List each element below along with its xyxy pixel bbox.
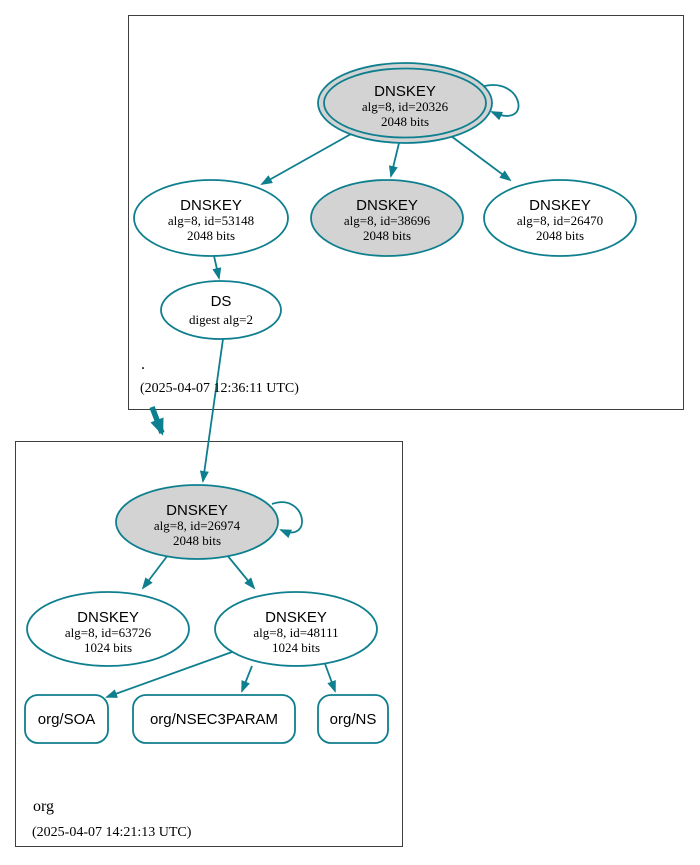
node-size: 1024 bits bbox=[84, 640, 132, 655]
node-dnskey-20326-ksk[interactable]: DNSKEY alg=8, id=20326 2048 bits bbox=[317, 62, 493, 144]
node-detail: alg=8, id=20326 bbox=[362, 99, 449, 114]
node-dnskey-63726[interactable]: DNSKEY alg=8, id=63726 1024 bits bbox=[26, 591, 190, 667]
rrset-org-soa[interactable]: org/SOA bbox=[24, 694, 109, 744]
node-size: 2048 bits bbox=[173, 533, 221, 548]
edge-dnskey-53148-to-ds bbox=[212, 255, 222, 280]
zone-timestamp-root: (2025-04-07 12:36:11 UTC) bbox=[140, 381, 299, 396]
edge-org-ksk-to-dnskey-63726 bbox=[141, 554, 169, 590]
delegation-arrow-root-to-org bbox=[149, 406, 165, 436]
node-title: DNSKEY bbox=[374, 83, 436, 100]
edge-root-ksk-to-dnskey-38696 bbox=[388, 142, 400, 178]
root-ksk-self-sign-loop bbox=[480, 84, 520, 121]
node-size: 2048 bits bbox=[536, 228, 584, 243]
node-size: 1024 bits bbox=[272, 640, 320, 655]
node-dnskey-26470[interactable]: DNSKEY alg=8, id=26470 2048 bits bbox=[483, 179, 637, 257]
node-title: DNSKEY bbox=[77, 609, 139, 626]
edge-ds-to-org-ksk bbox=[199, 338, 224, 483]
node-dnskey-48111[interactable]: DNSKEY alg=8, id=48111 1024 bits bbox=[214, 591, 378, 667]
node-title: DNSKEY bbox=[180, 197, 242, 214]
edge-org-ksk-to-dnskey-48111 bbox=[226, 554, 256, 590]
node-detail: alg=8, id=48111 bbox=[253, 625, 338, 640]
node-title: DNSKEY bbox=[166, 502, 228, 519]
node-dnskey-53148[interactable]: DNSKEY alg=8, id=53148 2048 bits bbox=[133, 179, 289, 257]
node-title: DNSKEY bbox=[529, 197, 591, 214]
org-ksk-self-sign-loop bbox=[271, 501, 303, 539]
node-detail: alg=8, id=63726 bbox=[65, 625, 152, 640]
node-ds[interactable]: DS digest alg=2 bbox=[160, 280, 282, 340]
node-size: 2048 bits bbox=[363, 228, 411, 243]
edge-root-ksk-to-dnskey-26470 bbox=[450, 135, 512, 182]
rrset-label: org/NS bbox=[330, 711, 377, 728]
zone-label-org: org bbox=[33, 798, 54, 815]
node-detail: digest alg=2 bbox=[189, 312, 253, 327]
rrset-label: org/SOA bbox=[38, 711, 96, 728]
node-title: DNSKEY bbox=[265, 609, 327, 626]
node-detail: alg=8, id=53148 bbox=[168, 213, 254, 228]
node-detail: alg=8, id=26974 bbox=[154, 518, 241, 533]
edge-dnskey-48111-to-soa bbox=[105, 651, 233, 698]
zone-timestamp-org: (2025-04-07 14:21:13 UTC) bbox=[32, 825, 192, 840]
edge-root-ksk-to-dnskey-53148 bbox=[260, 133, 352, 185]
edge-dnskey-48111-to-nsec3param bbox=[241, 665, 253, 693]
node-title: DS bbox=[211, 293, 232, 310]
node-title: DNSKEY bbox=[356, 197, 418, 214]
node-detail: alg=8, id=26470 bbox=[517, 213, 603, 228]
rrset-org-nsec3param[interactable]: org/NSEC3PARAM bbox=[132, 694, 296, 744]
zone-label-root: . bbox=[141, 356, 145, 373]
node-size: 2048 bits bbox=[381, 114, 429, 129]
node-detail: alg=8, id=38696 bbox=[344, 213, 431, 228]
node-dnskey-38696[interactable]: DNSKEY alg=8, id=38696 2048 bits bbox=[310, 179, 464, 257]
node-size: 2048 bits bbox=[187, 228, 235, 243]
edge-dnskey-48111-to-ns bbox=[323, 660, 336, 693]
node-dnskey-26974-ksk[interactable]: DNSKEY alg=8, id=26974 2048 bits bbox=[115, 484, 279, 560]
rrset-label: org/NSEC3PARAM bbox=[150, 711, 278, 728]
rrset-org-ns[interactable]: org/NS bbox=[317, 694, 389, 744]
